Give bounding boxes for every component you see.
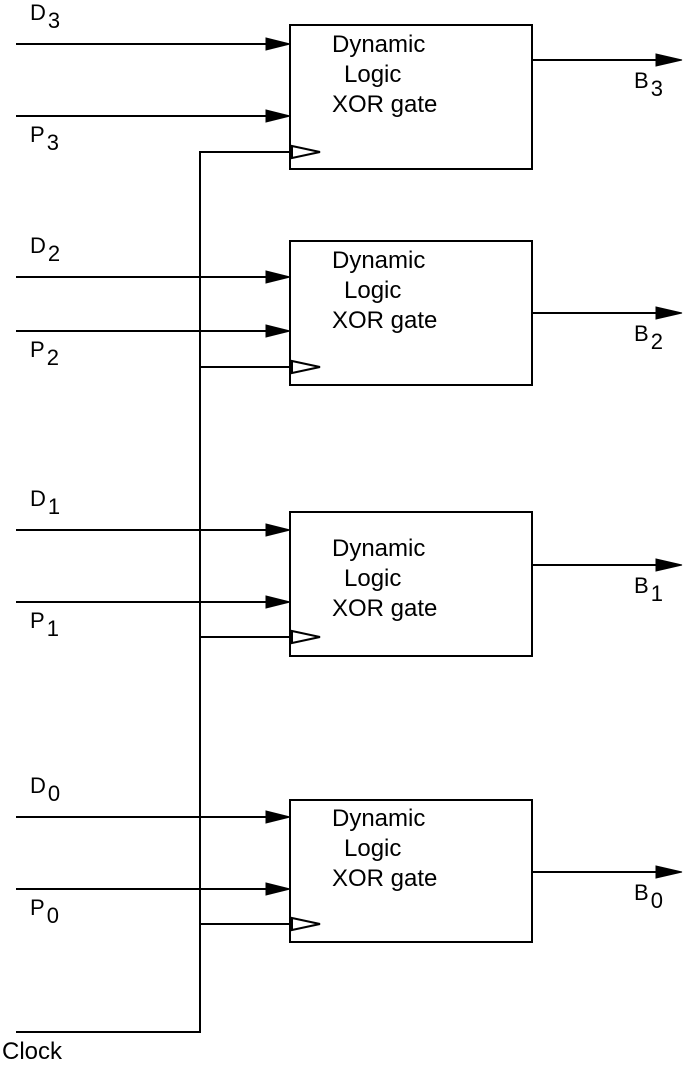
- clock-triangle-1: [291, 629, 321, 645]
- gate-label-2: Dynamic Logic XOR gate: [332, 246, 437, 336]
- gate-0-line1: Dynamic: [332, 805, 426, 832]
- clock-triangle-3: [291, 144, 321, 160]
- arrow-d1: [265, 523, 291, 537]
- gate-label-0: Dynamic Logic XOR gate: [332, 804, 437, 894]
- clock-bus: [16, 151, 290, 1033]
- gate-2-line3: XOR gate: [332, 307, 438, 334]
- label-p0: P0: [30, 895, 59, 928]
- label-p1: P1: [30, 608, 59, 641]
- arrow-p1: [265, 595, 291, 609]
- arrow-d0: [265, 810, 291, 824]
- gate-label-1: Dynamic Logic XOR gate: [332, 534, 437, 624]
- label-d2: D2: [30, 233, 61, 266]
- label-b2: B2: [634, 321, 663, 354]
- label-p2: P2: [30, 337, 59, 370]
- gate-box-1: [289, 511, 533, 657]
- label-d0: D0: [30, 773, 61, 806]
- arrow-b1: [655, 558, 683, 572]
- gate-box-3: [289, 24, 533, 170]
- gate-2-line2: Logic: [344, 277, 402, 304]
- gate-1-line2: Logic: [344, 565, 402, 592]
- arrow-d2: [265, 270, 291, 284]
- gate-box-2: [289, 240, 533, 386]
- arrow-b3: [655, 53, 683, 67]
- label-b1: B1: [634, 573, 663, 606]
- gate-box-0: [289, 799, 533, 943]
- arrow-b2: [655, 306, 683, 320]
- gate-0-line3: XOR gate: [332, 865, 438, 892]
- label-b3: B3: [634, 68, 663, 101]
- label-d1: D1: [30, 486, 61, 519]
- gate-1-line3: XOR gate: [332, 595, 438, 622]
- gate-label-3: Dynamic Logic XOR gate: [332, 30, 437, 120]
- arrow-p0: [265, 882, 291, 896]
- clock-label: Clock: [2, 1038, 63, 1065]
- gate-3-line2: Logic: [344, 61, 402, 88]
- arrow-d3: [265, 37, 291, 51]
- arrow-b0: [655, 865, 683, 879]
- arrow-p2: [265, 324, 291, 338]
- clock-triangle-2: [291, 359, 321, 375]
- label-b0: B0: [634, 880, 663, 913]
- arrow-p3: [265, 109, 291, 123]
- gate-0-line2: Logic: [344, 835, 402, 862]
- gate-1-line1: Dynamic: [332, 535, 426, 562]
- gate-3-line1: Dynamic: [332, 31, 426, 58]
- gate-3-line3: XOR gate: [332, 91, 438, 118]
- label-d3: D3: [30, 0, 61, 33]
- gate-2-line1: Dynamic: [332, 247, 426, 274]
- label-p3: P3: [30, 122, 59, 155]
- clock-triangle-0: [291, 916, 321, 932]
